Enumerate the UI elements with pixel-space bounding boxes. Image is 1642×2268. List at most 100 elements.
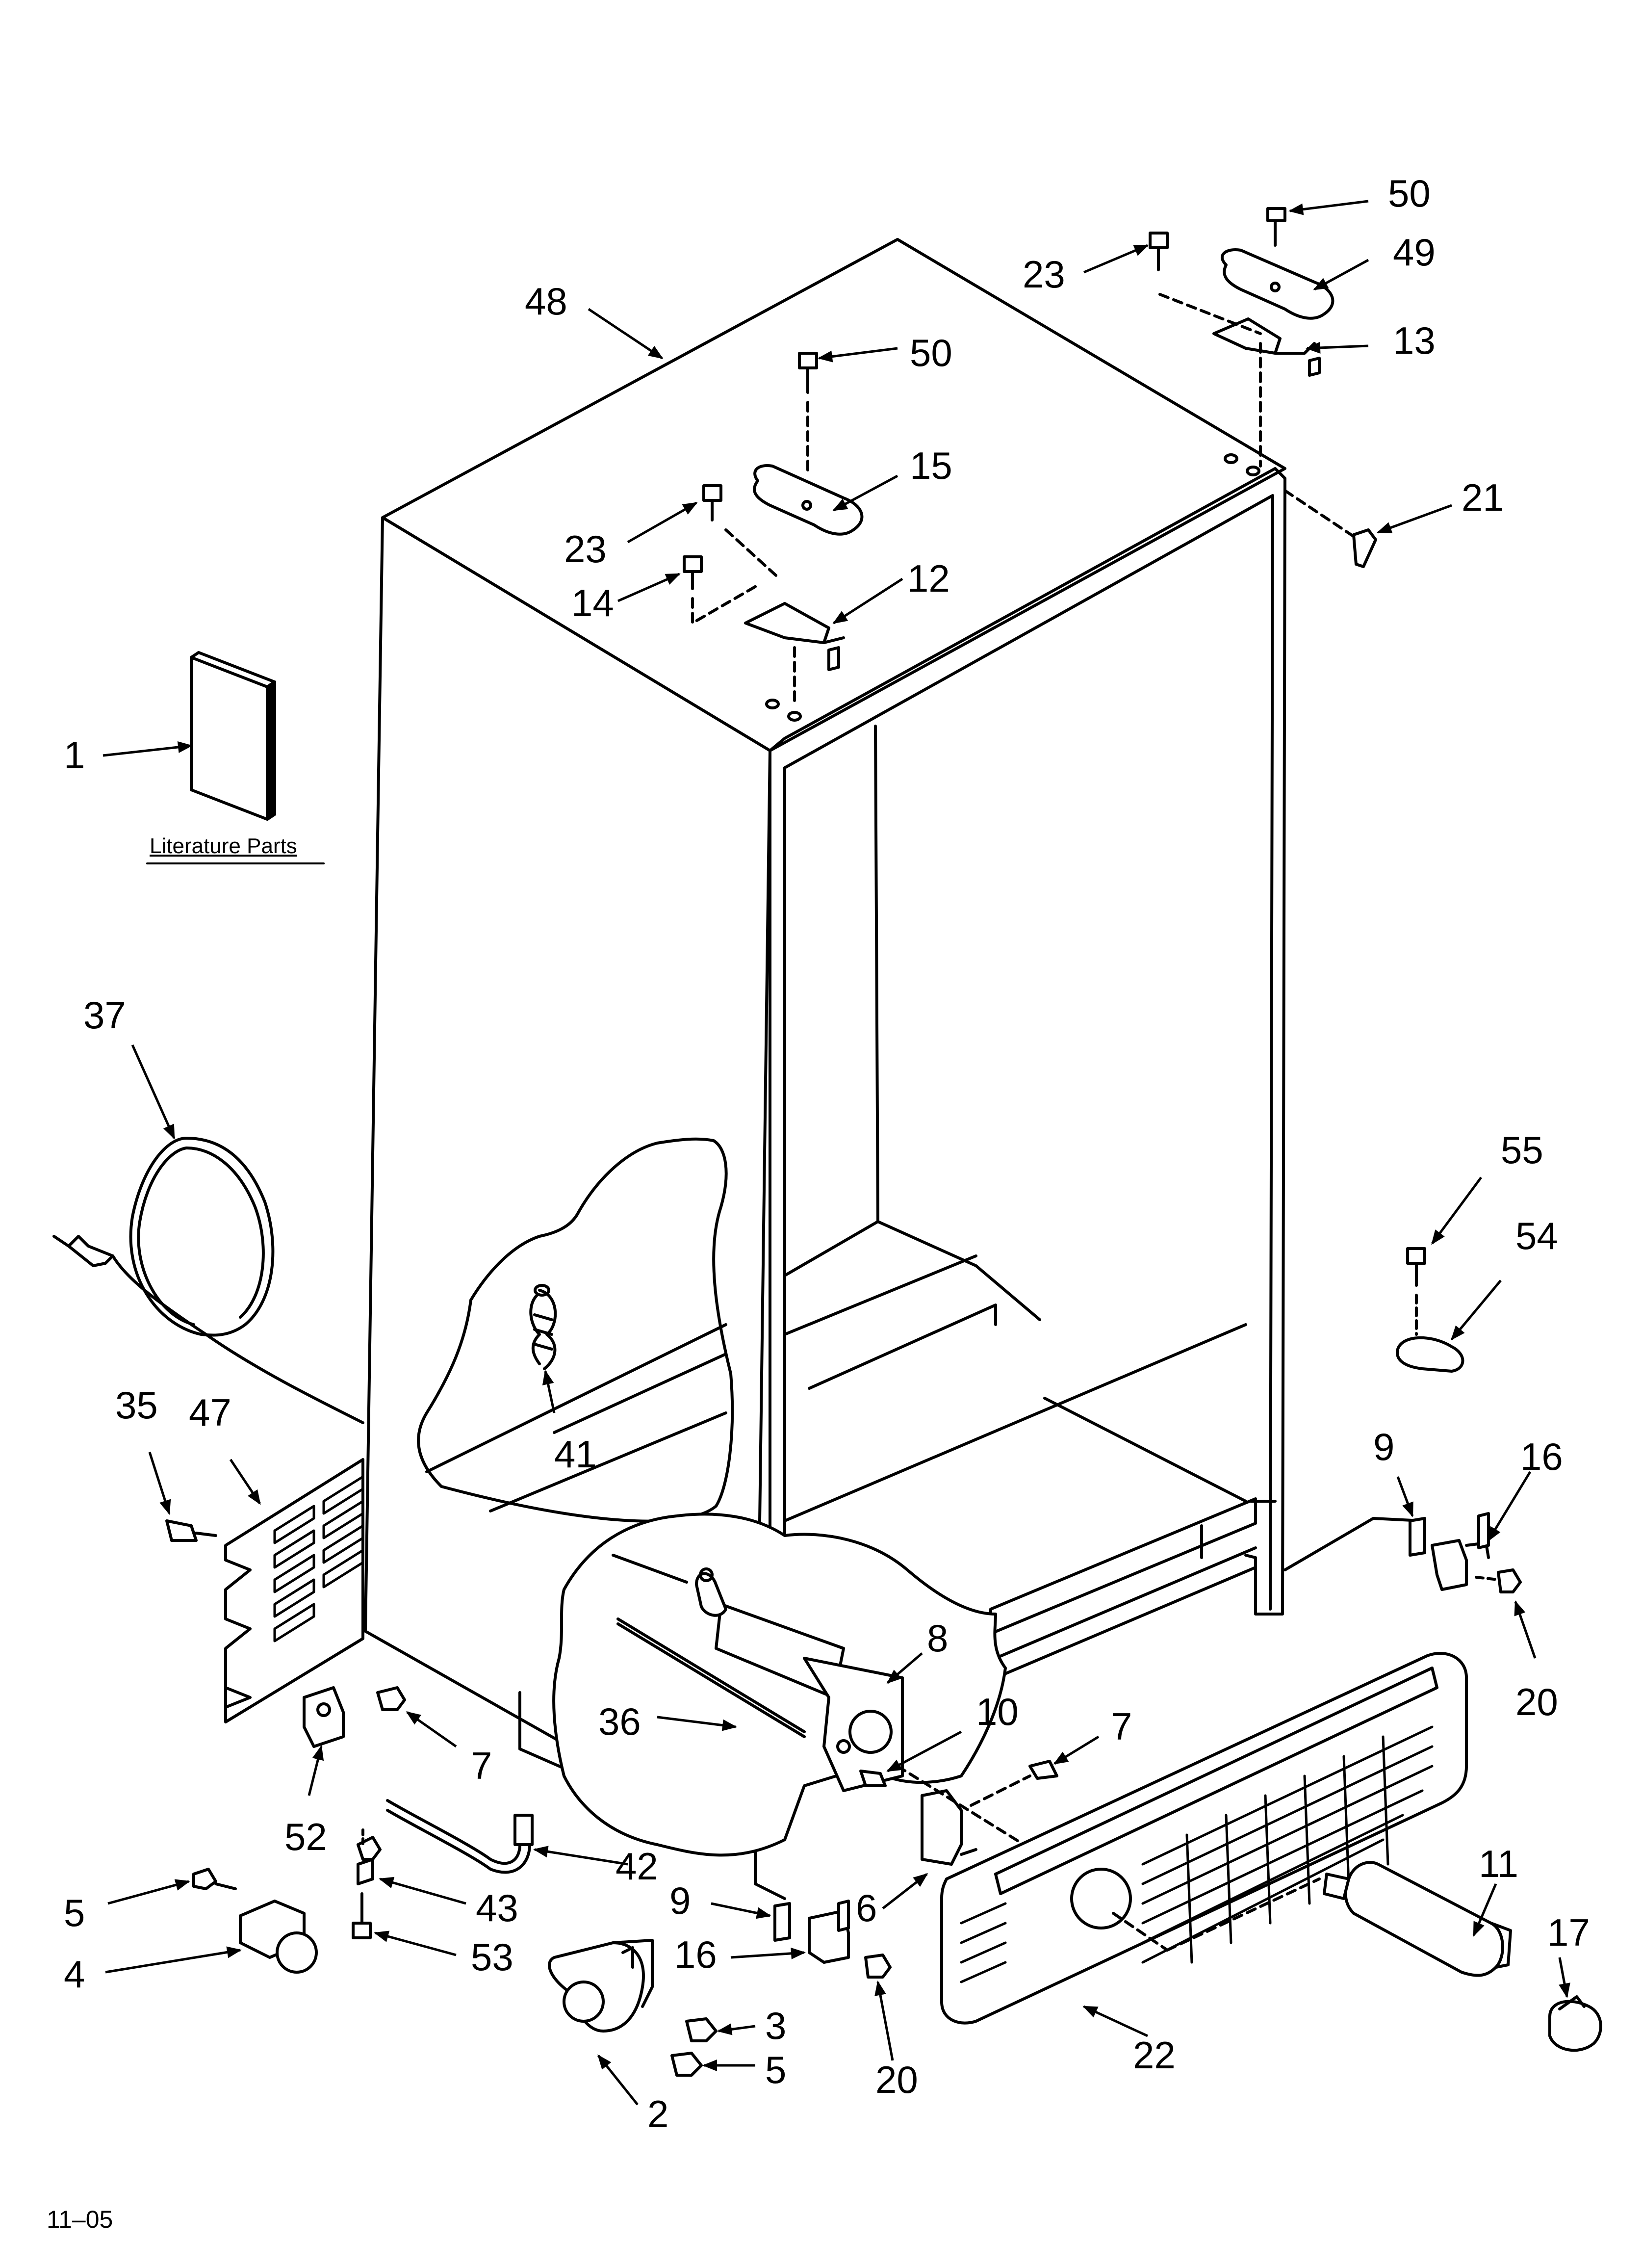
leader-22 [1082,2005,1149,2037]
leader-50-top [1288,200,1369,215]
top-hinge-right [1149,207,1334,476]
literature-caption: Literature Parts [150,834,297,858]
callout-49: 49 [1393,231,1436,274]
leader-55 [1431,1176,1483,1245]
leader-14 [617,573,681,602]
leader-37 [131,1044,176,1140]
leader-41 [542,1370,556,1413]
callout-9-right: 9 [1373,1425,1395,1468]
callout-20-right: 20 [1515,1680,1558,1723]
callout-7-left: 7 [471,1744,492,1787]
callout-1: 1 [64,733,85,777]
callout-16-left: 16 [674,1933,717,1976]
leader-9-right [1396,1476,1414,1517]
leader-4 [105,1946,242,1974]
leader-8 [886,1652,923,1684]
leader-54 [1451,1279,1502,1341]
callout-5-left: 5 [64,1891,85,1934]
callout-53: 53 [471,1935,513,1979]
base-grille [940,1652,1468,2025]
leader-11 [1472,1883,1497,1937]
leader-50-mid [818,347,898,363]
callout-23-mid: 23 [564,527,607,571]
filter-cap [1548,1995,1602,2052]
callout-21: 21 [1462,476,1504,519]
callout-10: 10 [976,1690,1019,1733]
callout-12: 12 [907,557,950,600]
callout-55: 55 [1501,1128,1543,1172]
callout-41: 41 [554,1433,597,1476]
leader-23-mid [627,501,698,544]
leader-36 [657,1716,737,1731]
valve-bracket [859,1760,1058,1866]
callout-4: 4 [64,1953,85,1996]
leader-7-right [1053,1735,1100,1765]
leader-35 [148,1452,171,1515]
callout-3: 3 [765,2004,787,2047]
door-closer [548,1939,654,2033]
cord-clip [303,1686,406,1748]
roller-bracket-54 [1396,1247,1464,1373]
callout-15: 15 [910,444,952,487]
callout-43: 43 [476,1886,518,1929]
callout-6: 6 [856,1886,877,1929]
callout-35: 35 [115,1383,158,1427]
leader-13 [1306,341,1369,354]
leader-20-left [874,1981,894,2061]
callout-16-right: 16 [1520,1435,1563,1478]
callout-9-left: 9 [669,1879,691,1922]
back-access-panel [224,1458,364,1723]
leader-16-right [1487,1471,1532,1542]
callout-17: 17 [1547,1911,1590,1954]
screw-35 [165,1519,217,1542]
leader-53 [374,1930,457,1956]
callout-37: 37 [83,993,126,1037]
drain-tube [529,1284,557,1370]
date-code: 11–05 [47,2206,113,2233]
leader-23-top [1083,244,1149,274]
top-hinge-left [683,352,864,722]
leader-48 [588,308,664,360]
callout-13: 13 [1393,319,1436,362]
callout-52: 52 [284,1815,327,1858]
leader-20-right [1514,1600,1537,1659]
callout-22: 22 [1133,2033,1176,2077]
callout-42: 42 [616,1845,658,1888]
water-filter [1323,1861,1512,1977]
callout-50-mid: 50 [910,331,952,374]
bottom-hinge-right [1409,1512,1522,1593]
leader-3 [717,2023,756,2035]
water-valve [612,1554,904,1792]
callout-5-right: 5 [765,2048,787,2091]
leader-17 [1558,1957,1570,1998]
leader-9-left [711,1902,771,1919]
leader-5-left [107,1879,190,1905]
callout-11: 11 [1479,1842,1518,1885]
callout-54: 54 [1515,1214,1558,1257]
leader-12 [832,577,903,625]
callout-23-top: 23 [1023,253,1065,296]
callout-7-right: 7 [1111,1705,1132,1748]
leader-7-left [406,1711,457,1748]
callout-8: 8 [927,1616,949,1660]
callout-20-left: 20 [875,2058,918,2101]
literature-pack [146,651,325,864]
front-roller [192,1868,318,1974]
leader-52 [308,1745,324,1796]
leader-10 [886,1730,962,1773]
power-cord [52,1137,364,1424]
callout-50-top: 50 [1388,172,1431,215]
leader-16-left [730,1947,806,1959]
cabinet-cutaway-freezer [417,1137,734,1523]
leader-43 [379,1877,466,1905]
plug-21 [1283,489,1377,568]
callout-14: 14 [571,581,614,625]
leader-47 [229,1459,261,1505]
leader-6 [882,1873,928,1909]
bottom-hinge-left [773,1900,892,1979]
leader-21 [1377,504,1452,534]
leader-1 [103,741,193,757]
callout-36: 36 [598,1700,641,1743]
closer-screws [670,2017,718,2077]
